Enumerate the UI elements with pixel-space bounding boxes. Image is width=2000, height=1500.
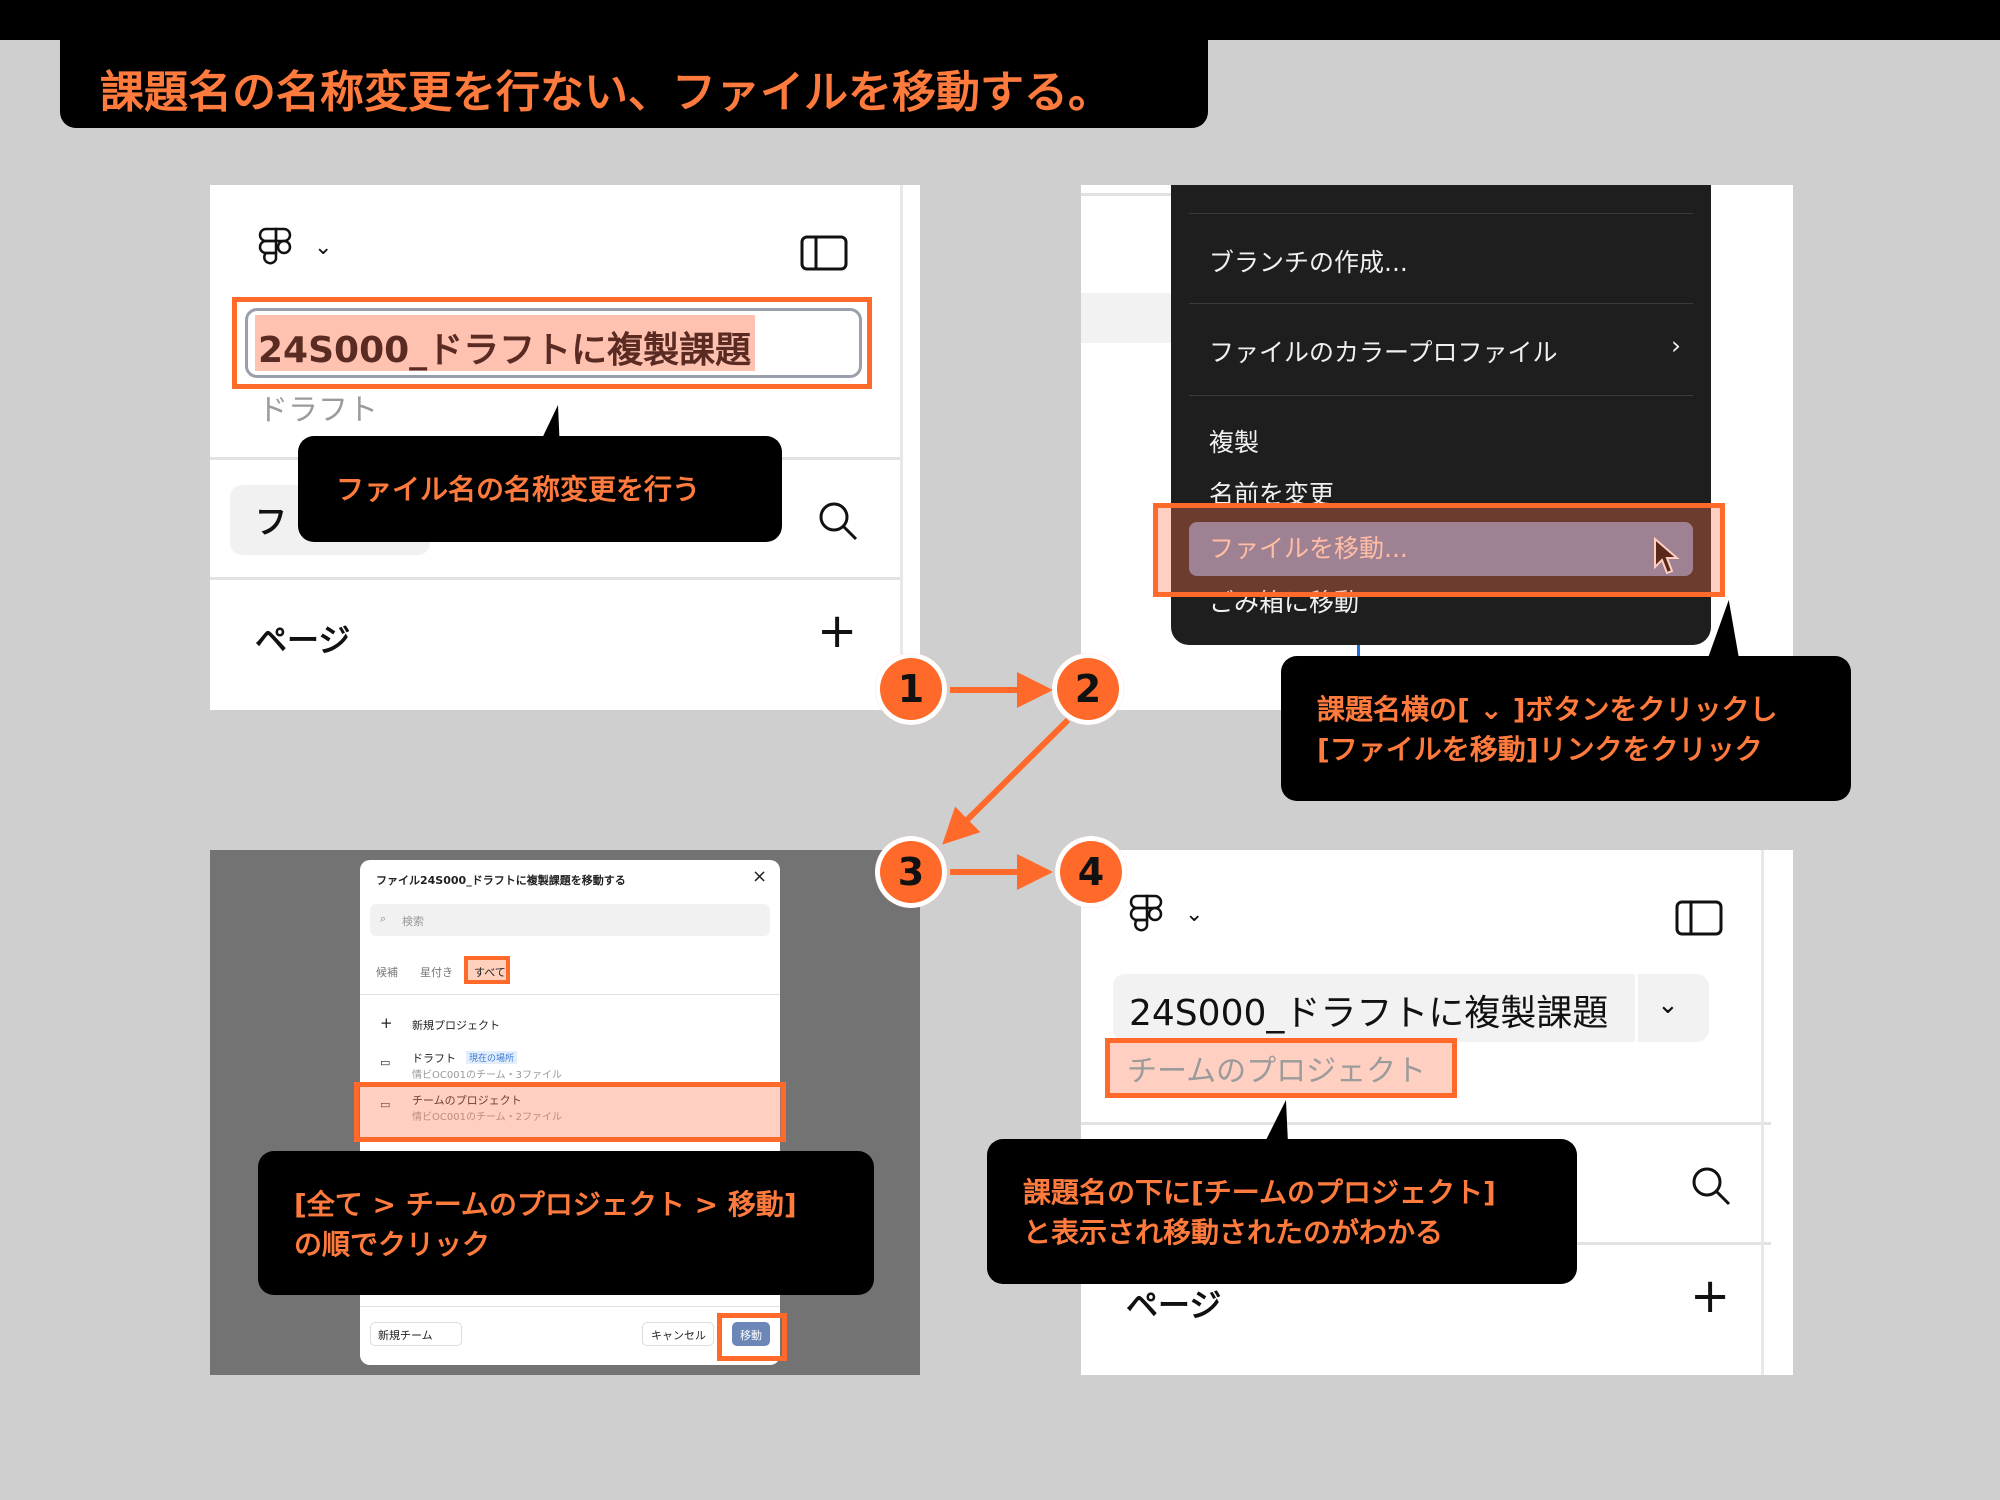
rename-highlight [232, 297, 872, 389]
step-badge-4: 4 [1055, 836, 1127, 908]
sidebar-toggle-icon[interactable] [800, 235, 848, 271]
menu-item-duplicate[interactable]: 複製 [1209, 428, 1260, 457]
divider [900, 185, 903, 710]
project-meta: 情ビOC001のチーム・3ファイル [412, 1070, 563, 1081]
chevron-down-icon[interactable]: ⌄ [1185, 902, 1204, 927]
file-name-field[interactable] [1113, 974, 1709, 1042]
callout-rename: ファイル名の名称変更を行う [298, 436, 782, 542]
search-icon[interactable] [1690, 1165, 1732, 1207]
new-project-button[interactable]: 新規プロジェクト [412, 1019, 500, 1032]
context-menu: ブランチの作成... ファイルのカラープロファイル › 複製 名前を変更 ファイ… [1171, 185, 1711, 645]
callout-dialog: [全て > チームのプロジェクト > 移動] の順でクリック [258, 1151, 874, 1295]
callout-tail [1264, 1100, 1288, 1144]
sidebar-toggle-icon[interactable] [1675, 900, 1723, 936]
location-label: ドラフト [258, 393, 378, 428]
row-shade [1081, 293, 1171, 343]
move-button[interactable] [732, 1322, 770, 1346]
step-badge-3: 3 [875, 836, 947, 908]
tab-all-highlight [464, 956, 510, 984]
project-meta: 情ビOC001のチーム・2ファイル [412, 1112, 563, 1123]
divider [1635, 974, 1638, 1042]
title-banner: 課題名の名称変更を行ない、ファイルを移動する。 [60, 28, 1208, 128]
search-input[interactable] [370, 904, 770, 936]
tab-starred[interactable]: 星付き [420, 966, 453, 979]
project-name[interactable]: チームのプロジェクト [412, 1094, 522, 1107]
step-badge-1: 1 [875, 653, 947, 725]
menu-highlight [1189, 522, 1693, 576]
move-highlight-fill [1157, 507, 1721, 593]
step-number: 4 [1077, 850, 1105, 894]
new-team-label: 新規チーム [378, 1329, 433, 1342]
step-number: 1 [897, 667, 925, 711]
divider [360, 1306, 780, 1307]
cancel-label: キャンセル [651, 1329, 706, 1342]
move-button-highlight [717, 1313, 787, 1361]
pages-label: ページ [255, 621, 351, 659]
divider [1081, 1122, 1771, 1125]
menu-separator [1189, 303, 1693, 304]
team-project-highlight [354, 1082, 786, 1142]
callout-result: 課題名の下に[チームのプロジェクト] と表示され移動されたのがわかる [987, 1139, 1577, 1284]
location-label: チームのプロジェクト [1127, 1054, 1427, 1089]
tab-all[interactable]: すべて [474, 966, 506, 979]
text-selection [255, 315, 755, 371]
file-menu-chevron-icon[interactable]: ⌄ [1657, 990, 1679, 1020]
figma-logo-icon[interactable] [258, 225, 298, 273]
file-name-text: 24S000_ドラフトに複製課題 [258, 330, 752, 371]
search-placeholder: 検索 [402, 915, 424, 928]
chevron-right-icon: › [1671, 331, 1681, 360]
callout-menu-line2: [ファイルを移動]リンクをクリック [1317, 733, 1763, 766]
menu-item-create-branch[interactable]: ブランチの作成... [1209, 248, 1408, 277]
step-number: 2 [1074, 667, 1102, 711]
plus-icon: + [380, 1014, 393, 1032]
mouse-cursor-icon [1654, 537, 1680, 575]
current-location-badge: 現在の場所 [466, 1051, 518, 1064]
callout-menu: 課題名横の[ ⌄ ]ボタンをクリックし [ファイルを移動]リンクをクリック [1281, 656, 1851, 801]
add-page-icon[interactable]: + [817, 603, 858, 659]
menu-item-color-profile[interactable]: ファイルのカラープロファイル [1209, 338, 1558, 367]
menu-separator [1189, 395, 1693, 396]
divider [360, 994, 780, 995]
menu-item-move-file[interactable]: ファイルを移動... [1209, 534, 1408, 563]
project-name[interactable]: ドラフト [412, 1052, 456, 1065]
callout-result-line2: と表示され移動されたのがわかる [1023, 1216, 1444, 1249]
tab-file-label: フ [255, 503, 288, 541]
dialog-title: ファイル24S000_ドラフトに複製課題を移動する [376, 874, 626, 887]
callout-dialog-line2: の順でクリック [294, 1228, 491, 1261]
menu-separator [1189, 213, 1693, 214]
new-team-button[interactable] [370, 1322, 462, 1346]
add-page-icon[interactable]: + [1690, 1268, 1731, 1324]
search-icon[interactable] [817, 500, 859, 542]
close-icon[interactable]: × [752, 866, 768, 887]
location-highlight-fill [1107, 1040, 1455, 1096]
file-name-input[interactable] [245, 308, 862, 378]
divider [1761, 850, 1764, 1375]
callout-rename-text: ファイル名の名称変更を行う [336, 473, 701, 506]
search-icon: ⌕ [380, 912, 387, 925]
divider [1081, 193, 1171, 196]
page-title: 課題名の名称変更を行ない、ファイルを移動する。 [100, 67, 1112, 118]
divider [210, 577, 900, 580]
step-badge-2: 2 [1052, 653, 1124, 725]
step-number: 3 [897, 850, 925, 894]
folder-icon: ▭ [380, 1098, 391, 1111]
location-highlight [1105, 1038, 1457, 1098]
file-name-text: 24S000_ドラフトに複製課題 [1129, 993, 1609, 1034]
callout-result-line1: 課題名の下に[チームのプロジェクト] [1023, 1176, 1496, 1209]
chevron-down-icon[interactable]: ⌄ [314, 235, 333, 260]
cancel-button[interactable] [642, 1322, 714, 1346]
callout-dialog-line1: [全て > チームのプロジェクト > 移動] [294, 1188, 797, 1221]
team-project-highlight-fill [358, 1086, 782, 1138]
folder-icon: ▭ [380, 1056, 391, 1069]
move-highlight [1153, 503, 1725, 597]
pages-label: ページ [1126, 1286, 1222, 1324]
panel-menu: ブランチの作成... ファイルのカラープロファイル › 複製 名前を変更 ファイ… [1081, 185, 1793, 710]
tab-suggested[interactable]: 候補 [376, 966, 398, 979]
figma-logo-icon[interactable] [1129, 892, 1169, 940]
move-label: 移動 [740, 1329, 762, 1342]
callout-menu-line1: 課題名横の[ ⌄ ]ボタンをクリックし [1317, 693, 1778, 726]
